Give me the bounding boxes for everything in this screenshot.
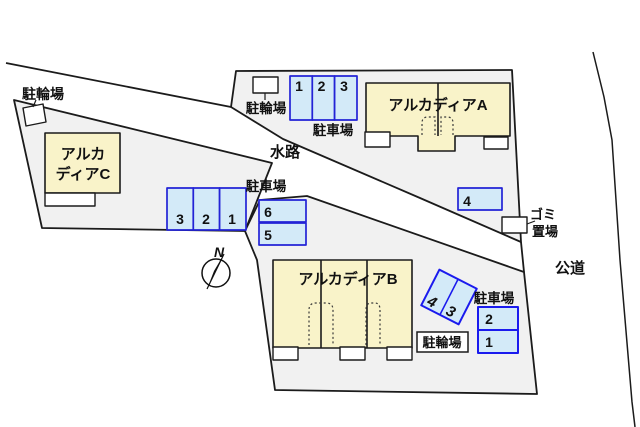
building-b-porch-right [386, 346, 413, 361]
public-road-edge-line [592, 51, 636, 427]
parking-stall-divider [439, 278, 459, 316]
parking-stall [477, 306, 519, 331]
building-b-porch-left [272, 346, 299, 361]
bike-left-leader [32, 99, 37, 108]
building-a-porch-right [483, 136, 509, 150]
stall-number: 2 [202, 211, 210, 227]
building-c-label-line2: ディアC [56, 165, 111, 183]
building-b-entry-dotted-right [365, 302, 381, 345]
building-b-entry-dotted-left [308, 302, 334, 345]
waterway-end-line [520, 241, 525, 273]
parking-stall [258, 222, 307, 246]
stall-number: 2 [318, 78, 326, 94]
parking-top-label: 駐車場 [313, 122, 354, 138]
compass-north-label: N [214, 244, 225, 260]
building-c [44, 132, 121, 194]
stall-number: 6 [264, 204, 272, 220]
bike-shed-left [22, 103, 47, 127]
building-a-porch-left [364, 131, 391, 148]
stall-number: 2 [485, 311, 493, 327]
garbage-leader [526, 220, 536, 225]
stall-number: 1 [485, 334, 493, 350]
waterway-label: 水路 [270, 143, 301, 161]
bike-top-label: 駐輪場 [246, 100, 287, 116]
parking-mid-label: 駐車場 [246, 178, 287, 194]
garbage-station-box [501, 216, 528, 234]
bike-bottom-label: 駐輪場 [422, 335, 461, 350]
parking-stall [477, 329, 519, 354]
waterway-upper-line [5, 62, 232, 108]
garbage-label-line2: 置場 [532, 224, 558, 239]
stall-number: 1 [295, 78, 303, 94]
parking-bottom-label: 駐車場 [474, 290, 515, 306]
stall-number: 3 [176, 211, 184, 227]
compass-icon: N [201, 244, 231, 290]
building-c-porch [44, 192, 96, 207]
stall-number: 1 [228, 211, 236, 227]
public-road-label: 公道 [555, 259, 585, 277]
building-b-porch-middle [339, 346, 366, 361]
parking-stall [218, 187, 247, 231]
building-a-label: アルカディアA [388, 96, 487, 114]
bike-bottom-label-box [416, 331, 469, 353]
bike-shed-top [252, 76, 279, 94]
parking-stall [457, 187, 503, 211]
parking-stall [258, 199, 307, 223]
parking-stall [333, 75, 358, 121]
stall-number: 5 [264, 227, 272, 243]
garbage-label-line1: ゴミ [530, 207, 556, 222]
parking-stall [192, 187, 221, 231]
bike-left-label: 駐輪場 [22, 86, 64, 102]
building-b-label: アルカディアB [298, 270, 397, 288]
parking-rotated-block: 4 3 [420, 268, 478, 326]
building-c-label-line1: アルカ [61, 146, 105, 163]
stall-number: 3 [340, 78, 348, 94]
building-b [272, 259, 413, 349]
stall-number: 4 [463, 193, 471, 209]
